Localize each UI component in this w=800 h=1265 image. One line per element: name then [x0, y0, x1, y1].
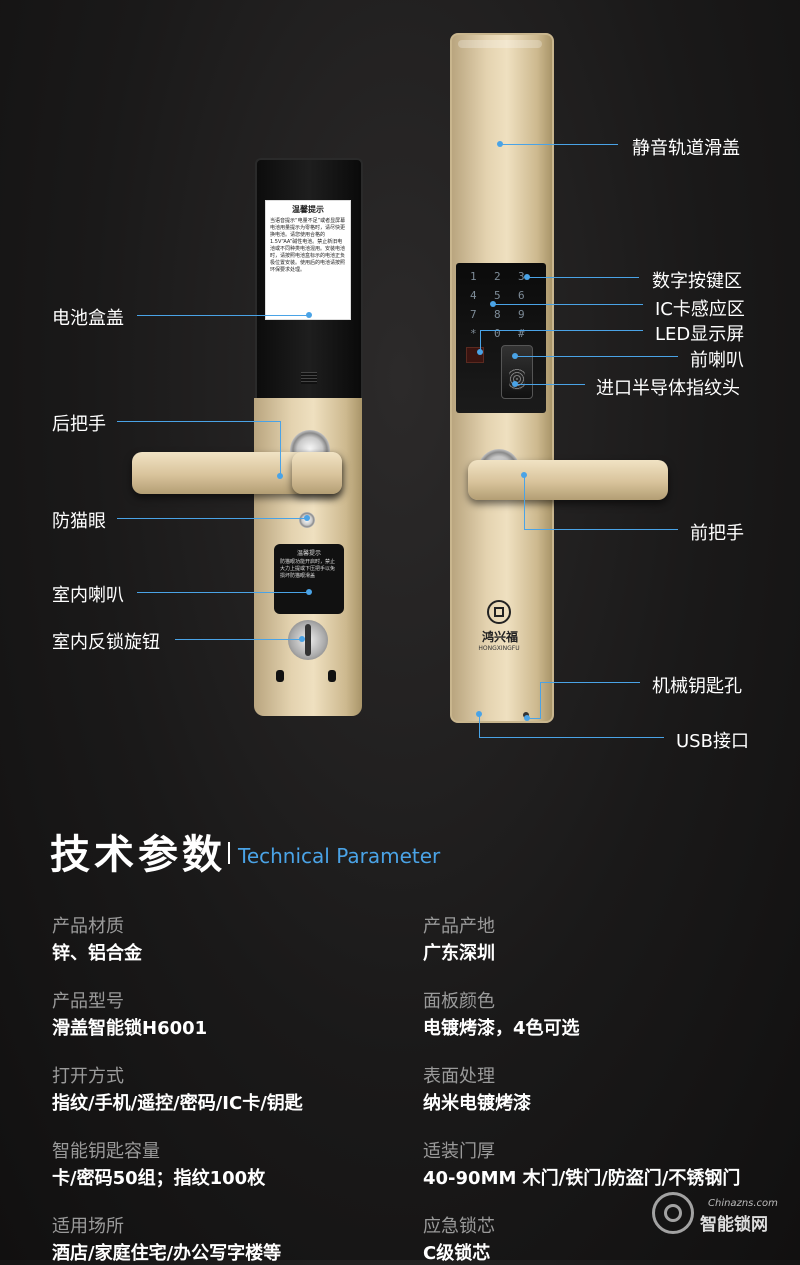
param-key: 产品材质: [52, 916, 124, 937]
watermark-name: 智能锁网: [700, 1215, 768, 1235]
keypad-key[interactable]: 1: [470, 270, 477, 283]
keypad-key[interactable]: 9: [518, 308, 525, 321]
section-subtitle: Technical Parameter: [238, 844, 441, 868]
label-indoor-lock-knob: 室内反锁旋钮: [52, 632, 160, 653]
param-key: 产品型号: [52, 991, 124, 1012]
keypad-key[interactable]: 6: [518, 289, 525, 302]
screw-right: [328, 670, 336, 682]
indoor-lock-knob[interactable]: [288, 620, 328, 660]
keypad-key[interactable]: 5: [494, 289, 501, 302]
param-value: 卡/密码50组；指纹100枚: [52, 1168, 266, 1189]
label-front-handle: 前把手: [690, 523, 744, 544]
indoor-notice-body: 防猫眼功能开启时，禁止大力上提或下压把手以免损坏防猫眼滑盖: [280, 559, 336, 579]
label-led-screen: LED显示屏: [655, 324, 745, 345]
label-peephole: 防猫眼: [52, 511, 106, 532]
label-key-hole: 机械钥匙孔: [652, 676, 742, 697]
keypad-key[interactable]: 2: [494, 270, 501, 283]
param-value: 滑盖智能锁H6001: [52, 1018, 208, 1039]
indoor-notice-title: 温馨提示: [296, 550, 321, 557]
label-ic-card-area: IC卡感应区: [655, 299, 745, 320]
param-key: 适装门厚: [423, 1141, 495, 1162]
battery-notice: 温馨提示 当语音提示“电量不足”或者显屏幕电池用量提示为零格时，请尽快更换电池。…: [265, 200, 351, 320]
keypad-key[interactable]: 3: [518, 270, 525, 283]
fingerprint-sensor[interactable]: [501, 345, 533, 399]
param-key: 智能钥匙容量: [52, 1141, 160, 1162]
section-title: 技术参数: [50, 832, 226, 878]
battery-notice-body: 当语音提示“电量不足”或者显屏幕电池用量提示为零格时，请尽快更换电池。请您使用合…: [270, 218, 346, 273]
watermark-url: Chinazns.com: [708, 1198, 778, 1209]
param-key: 面板颜色: [423, 991, 495, 1012]
keypad-key[interactable]: 0: [494, 327, 501, 340]
brand-sub: HONGXINGFU: [478, 645, 520, 652]
watermark-logo-icon: [652, 1192, 694, 1234]
brand-name: 鸿兴福: [481, 630, 518, 644]
keypad[interactable]: 1 2 3 4 5 6 7 8 9 * 0 #: [466, 268, 536, 348]
param-value: C级锁芯: [423, 1243, 491, 1264]
label-fingerprint-head: 进口半导体指纹头: [596, 378, 740, 399]
param-value: 纳米电镀烤漆: [423, 1093, 531, 1114]
battery-notice-title: 温馨提示: [292, 205, 324, 214]
label-keypad: 数字按键区: [652, 271, 742, 292]
battery-cover: 温馨提示 当语音提示“电量不足”或者显屏幕电池用量提示为零格时，请尽快更换电池。…: [255, 158, 363, 402]
keypad-key[interactable]: #: [518, 327, 525, 340]
param-key: 打开方式: [52, 1066, 124, 1087]
label-rear-handle: 后把手: [52, 414, 106, 435]
param-key: 适用场所: [52, 1216, 124, 1237]
front-handle[interactable]: [468, 460, 668, 500]
section-divider: [228, 842, 230, 864]
param-key: 产品产地: [423, 916, 495, 937]
param-key: 应急锁芯: [423, 1216, 495, 1237]
param-value: 40-90MM 木门/铁门/防盗门/不锈钢门: [423, 1168, 741, 1189]
param-value: 电镀烤漆，4色可选: [423, 1018, 580, 1039]
param-value: 酒店/家庭住宅/办公写字楼等: [52, 1243, 282, 1264]
screw-left: [276, 670, 284, 682]
keypad-key[interactable]: 8: [494, 308, 501, 321]
indoor-notice-plate: 温馨提示 防猫眼功能开启时，禁止大力上提或下压把手以免损坏防猫眼滑盖: [274, 544, 344, 614]
rear-lock: 温馨提示 当语音提示“电量不足”或者显屏幕电池用量提示为零格时，请尽快更换电池。…: [250, 158, 366, 718]
param-value: 锌、铝合金: [52, 943, 142, 964]
param-value: 广东深圳: [423, 943, 495, 964]
label-battery-cover: 电池盒盖: [52, 308, 124, 329]
brand-logo-icon: [487, 600, 511, 624]
label-indoor-speaker: 室内喇叭: [52, 585, 124, 606]
label-usb-port: USB接口: [676, 731, 749, 752]
label-front-speaker: 前喇叭: [690, 350, 744, 371]
keypad-key[interactable]: *: [470, 327, 477, 340]
keypad-key[interactable]: 4: [470, 289, 477, 302]
slide-cover-edge: [458, 40, 542, 48]
keypad-key[interactable]: 7: [470, 308, 477, 321]
param-key: 表面处理: [423, 1066, 495, 1087]
battery-cover-grip: [301, 372, 317, 384]
label-silent-slide-cover: 静音轨道滑盖: [632, 138, 740, 159]
rear-handle-tip: [292, 452, 342, 494]
param-value: 指纹/手机/遥控/密码/IC卡/钥匙: [52, 1093, 303, 1114]
